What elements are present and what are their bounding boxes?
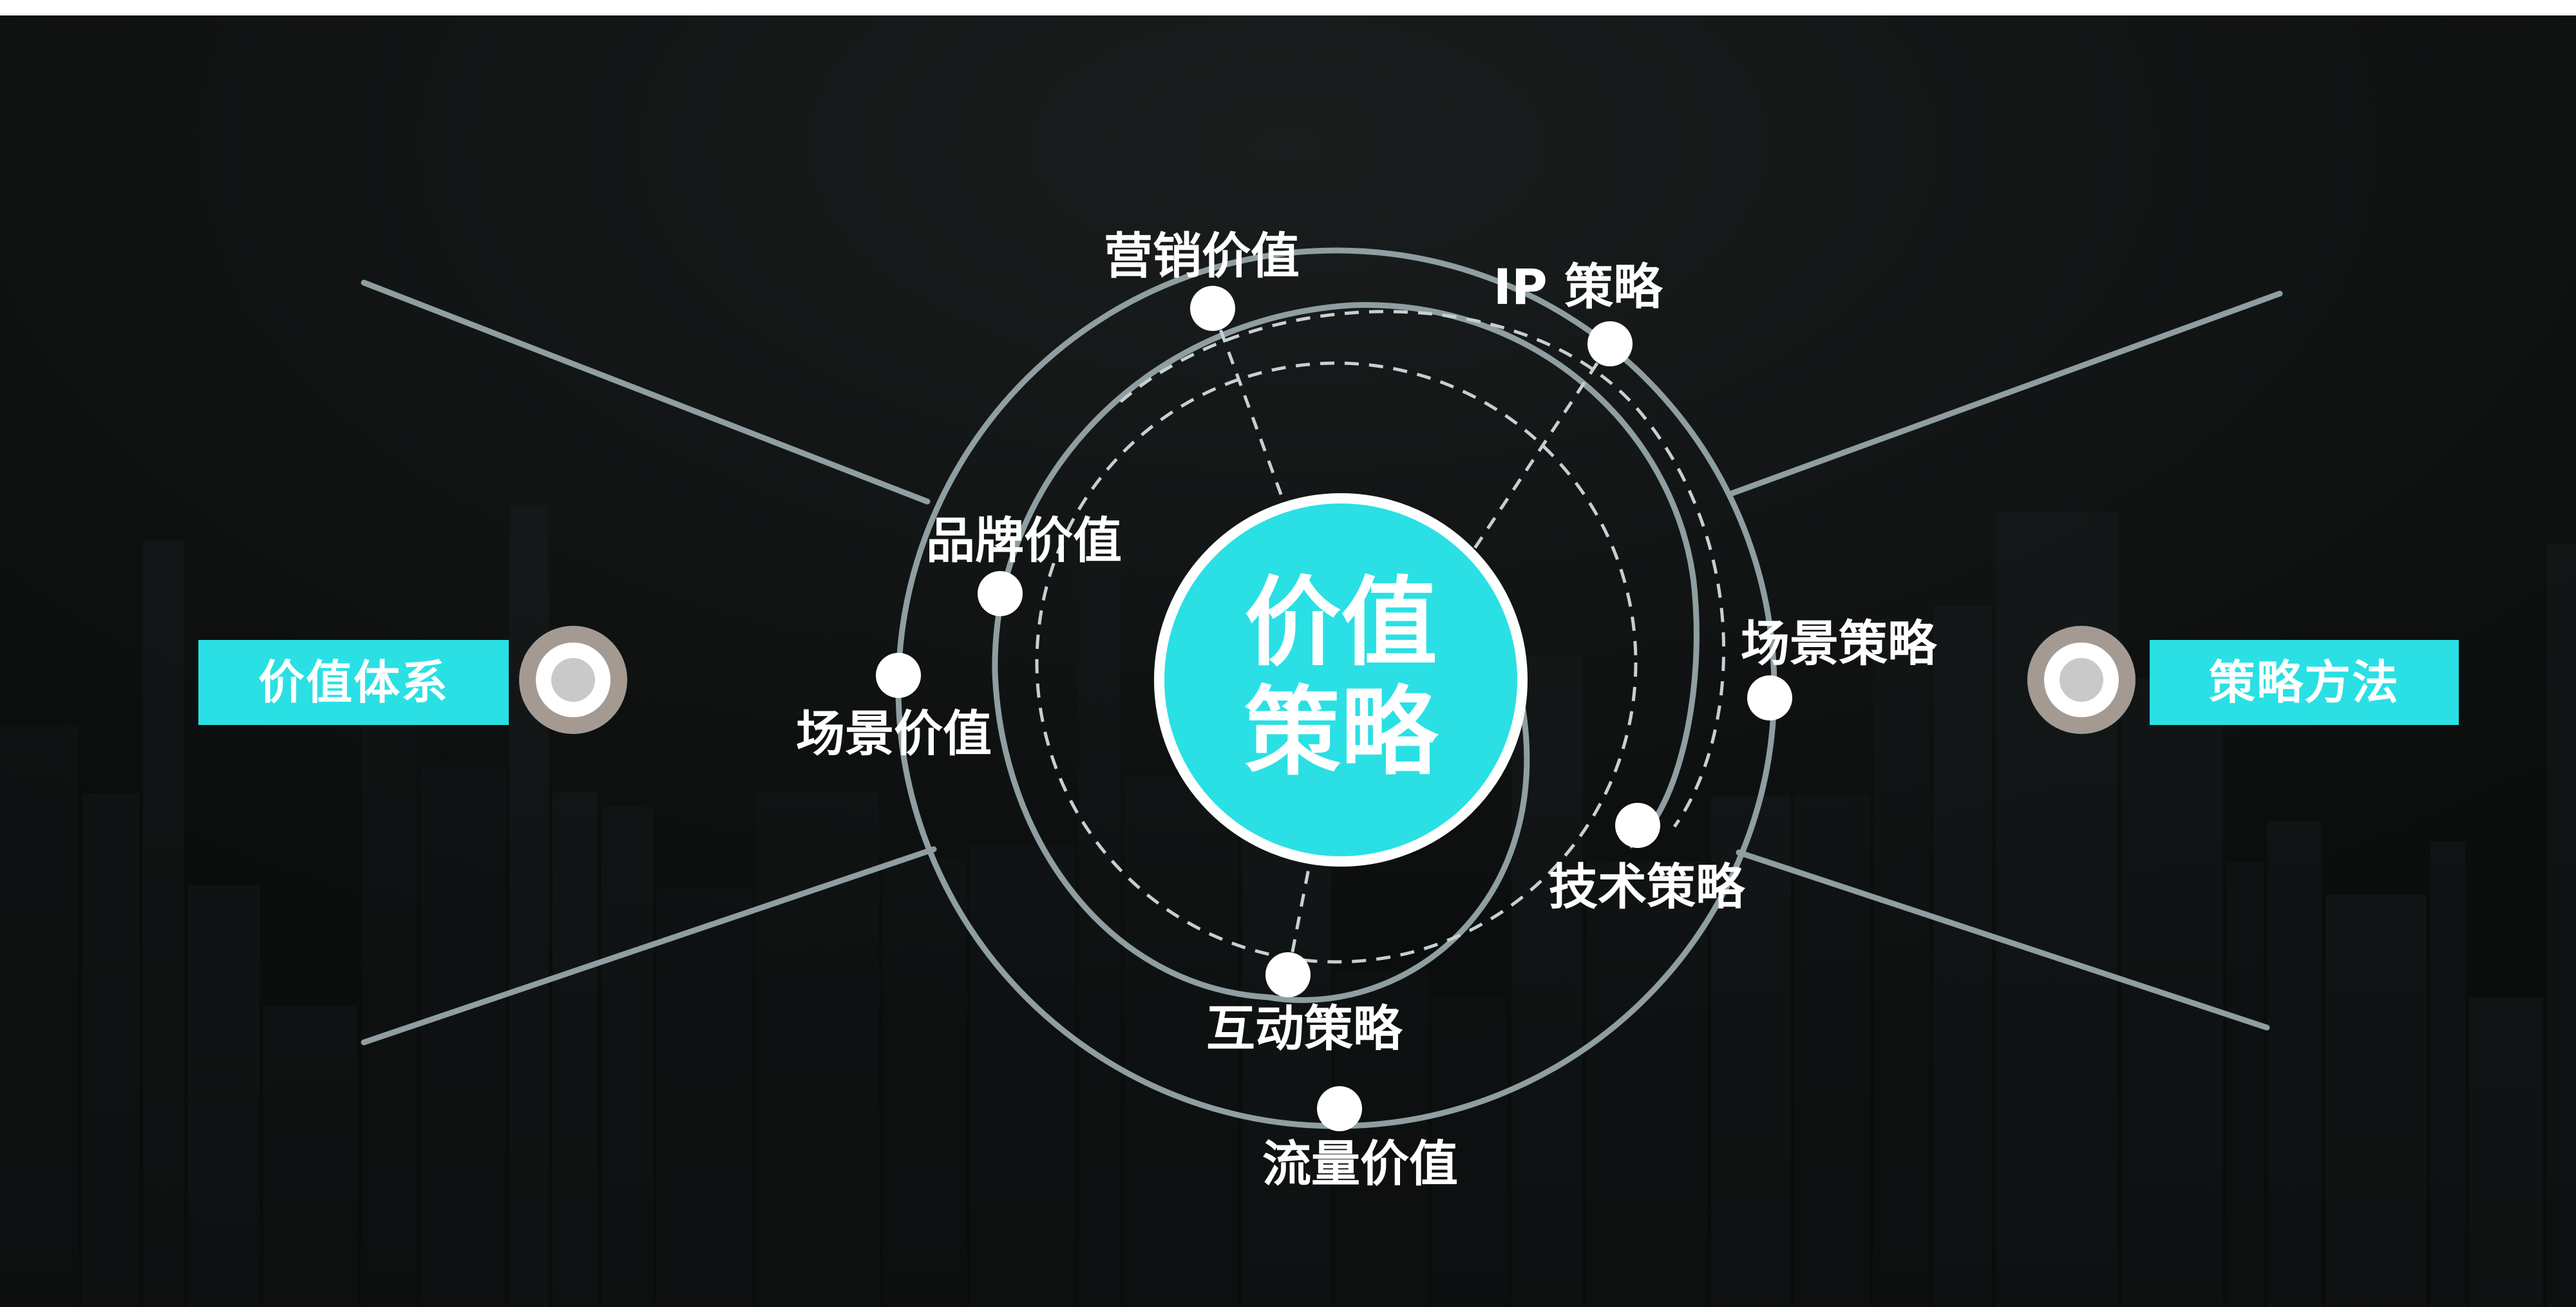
label-tech-strategy: 技术策略 (1549, 858, 1746, 916)
center-label-line2: 策略 (1244, 677, 1439, 789)
spoke-interaction-strategy (1286, 858, 1312, 975)
dot-ip-strategy[interactable] (1587, 321, 1633, 366)
spoke-marketing-value (1211, 308, 1287, 505)
label-ip-strategy: IP 策略 (1493, 258, 1663, 315)
spoke-ip-strategy (1470, 343, 1612, 554)
strategy-method-box[interactable]: 策略方法 (2150, 640, 2459, 725)
dot-tech-strategy[interactable] (1615, 803, 1660, 848)
dashed-arc-outer (1119, 310, 1726, 828)
value-system-label: 价值体系 (258, 655, 449, 710)
strategy-method-label: 策略方法 (2208, 655, 2400, 710)
left-ring-bullet (519, 626, 627, 734)
label-interaction-strategy: 互动策略 (1206, 1000, 1403, 1057)
label-scene-value: 场景价值 (796, 705, 992, 762)
value-system-box[interactable]: 价值体系 (198, 640, 509, 725)
node-dots (876, 286, 1792, 1131)
dot-scene-value[interactable] (876, 653, 921, 698)
center-label-line1: 价值 (1244, 567, 1437, 679)
dot-marketing-value[interactable] (1190, 286, 1235, 331)
diagram-svg: 价值 策略 营销价值 IP 策略 品牌价值 场景价值 场景策略 技术策略 互动策… (0, 15, 2576, 1307)
spiral-arc (992, 302, 1700, 1003)
dot-traffic-value[interactable] (1317, 1086, 1362, 1131)
label-traffic-value: 流量价值 (1262, 1135, 1458, 1192)
dashed-spokes (1211, 308, 1612, 975)
line-lower-left (361, 846, 937, 1046)
line-upper-left (361, 279, 931, 505)
line-lower-right (1736, 849, 2270, 1031)
label-scene-strategy: 场景策略 (1741, 615, 1938, 672)
line-upper-right (1729, 290, 2283, 496)
right-ring-bullet (2027, 626, 2136, 734)
dot-scene-strategy[interactable] (1747, 675, 1792, 720)
radiating-lines (361, 279, 2283, 1046)
center-circle (1154, 493, 1528, 867)
dot-interaction-strategy[interactable] (1265, 952, 1311, 997)
label-marketing-value: 营销价值 (1104, 227, 1300, 285)
dashed-ring-inner (1035, 361, 1638, 964)
diagram-stage: 价值 策略 营销价值 IP 策略 品牌价值 场景价值 场景策略 技术策略 互动策… (0, 15, 2576, 1307)
dot-brand-value[interactable] (978, 571, 1023, 616)
dashed-rings (1035, 310, 1726, 964)
label-brand-value: 品牌价值 (926, 512, 1122, 569)
